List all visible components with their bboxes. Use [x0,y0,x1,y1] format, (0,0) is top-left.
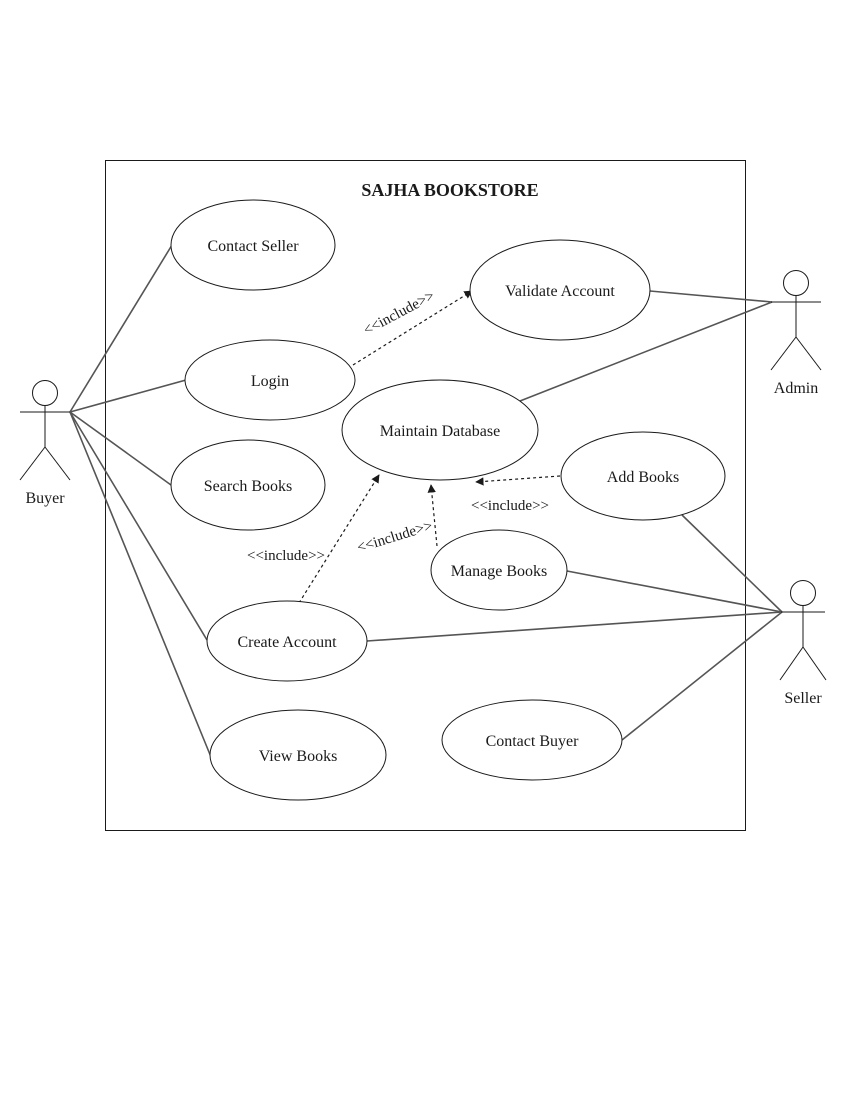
use-case-add-books: Add Books [560,431,726,521]
use-case-search-books-label: Search Books [204,478,292,495]
use-case-login-label: Login [251,373,289,390]
assoc-buyer-contact-seller [69,244,173,413]
use-case-maintain-database: Maintain Database [341,379,539,481]
use-case-search-books-shape [170,439,326,531]
use-case-contact-buyer: Contact Buyer [441,699,623,781]
use-case-manage-books-shape [430,529,568,611]
actor-buyer-figure-icon [19,380,71,481]
assoc-seller-manage-books [566,570,783,613]
actor-admin: Admin [770,270,822,397]
include-dependencies [298,290,561,604]
use-case-login: Login [184,339,356,421]
actor-admin-label: Admin [774,380,818,397]
use-case-maintain-database-label: Maintain Database [380,423,500,440]
system-title: SAJHA BOOKSTORE [361,180,538,200]
include-login-validate [352,290,473,366]
admin-associations [519,290,773,402]
use-case-view-books-shape [209,709,387,801]
use-case-validate-account: Validate Account [469,239,651,341]
use-case-contact-seller-label: Contact Seller [207,238,299,255]
use-case-manage-books: Manage Books [430,529,568,611]
use-case-contact-seller-shape [170,199,336,291]
assoc-seller-add-books [681,514,783,613]
use-case-login-shape [184,339,356,421]
include-label-create-maintain: <<include>> [247,548,325,564]
include-add-maintain [475,475,561,486]
assoc-admin-maintain-database [519,301,773,402]
assoc-buyer-create-account [69,411,208,641]
assoc-buyer-view-books [69,411,212,758]
use-case-maintain-database-shape [341,379,539,481]
actor-seller-figure-icon [779,580,827,681]
use-case-search-books: Search Books [170,439,326,531]
actor-admin-figure-icon [770,270,822,371]
use-case-create-account-label: Create Account [237,634,337,651]
use-case-contact-buyer-label: Contact Buyer [486,733,580,750]
actor-seller-label: Seller [784,690,822,707]
include-create-maintain [298,474,380,604]
use-case-validate-account-label: Validate Account [505,283,615,300]
use-case-manage-books-label: Manage Books [451,563,547,580]
use-case-contact-seller: Contact Seller [170,199,336,291]
include-label-add-maintain: <<include>> [471,498,549,514]
include-manage-maintain [427,484,438,547]
use-case-create-account: Create Account [206,600,368,682]
assoc-seller-create-account [366,611,783,642]
assoc-seller-contact-buyer [621,611,783,741]
use-case-create-account-shape [206,600,368,682]
assoc-buyer-search-books [69,411,172,486]
actor-seller: Seller [779,580,827,707]
seller-associations [366,514,783,741]
assoc-admin-validate-account [649,290,773,303]
assoc-buyer-login [69,379,187,413]
use-case-view-books-label: View Books [259,748,338,765]
use-case-contact-buyer-shape [441,699,623,781]
actor-buyer-label: Buyer [25,490,65,507]
actor-buyer: Buyer [19,380,71,507]
use-case-add-books-label: Add Books [607,469,679,486]
buyer-associations [69,244,212,758]
use-case-add-books-shape [560,431,726,521]
use-case-view-books: View Books [209,709,387,801]
use-case-validate-account-shape [469,239,651,341]
